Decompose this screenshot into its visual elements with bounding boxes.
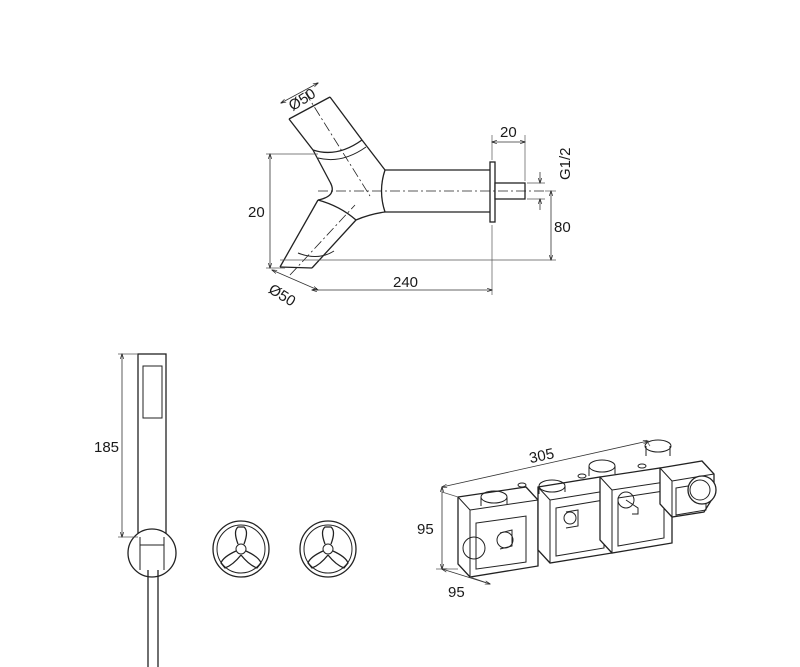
dim-line-diameter-top	[281, 83, 318, 103]
control-handle-left	[212, 520, 270, 578]
hand-shower-head-face	[142, 365, 163, 419]
spout-drawing: Ø50 Ø50 20 240 20 G1/2 80	[248, 83, 574, 310]
dim-extension-box-left	[441, 491, 459, 498]
spout-lower-branch	[279, 199, 357, 269]
spout-upper-branch	[288, 96, 386, 183]
dim-line-box-depth	[442, 569, 490, 584]
dim-label-flange-depth: 20	[500, 124, 517, 141]
spout-junction	[317, 181, 386, 221]
shower-hose	[147, 570, 159, 667]
dim-label-diameter-top: Ø50	[286, 85, 319, 114]
dim-line-box-length	[442, 441, 648, 487]
rough-in-module-1	[457, 486, 539, 578]
dim-label-thread: G1/2	[557, 147, 574, 180]
dim-label-shower-height: 185	[94, 439, 119, 456]
dim-label-length: 240	[393, 274, 418, 291]
spout-centerline-lower	[289, 204, 356, 276]
spout-centerline-upper	[304, 91, 371, 197]
shower-holder	[139, 537, 165, 570]
dim-label-width-left: 20	[248, 204, 265, 221]
hand-shower-drawing: 185	[94, 353, 177, 667]
dim-label-box-height: 95	[417, 521, 434, 538]
rough-in-module-4	[644, 439, 717, 518]
dim-label-height: 80	[554, 219, 571, 236]
wall-outlet-plate	[127, 528, 177, 578]
dim-label-box-length: 305	[528, 445, 556, 467]
control-handle-right	[299, 520, 357, 578]
dim-label-diameter-bottom: Ø50	[265, 281, 298, 310]
dim-label-box-depth: 95	[448, 584, 465, 601]
wall-flange	[489, 161, 496, 223]
dim-line-diameter-bottom	[272, 270, 318, 290]
rough-in-box-drawing: 305 95 95	[417, 439, 717, 601]
